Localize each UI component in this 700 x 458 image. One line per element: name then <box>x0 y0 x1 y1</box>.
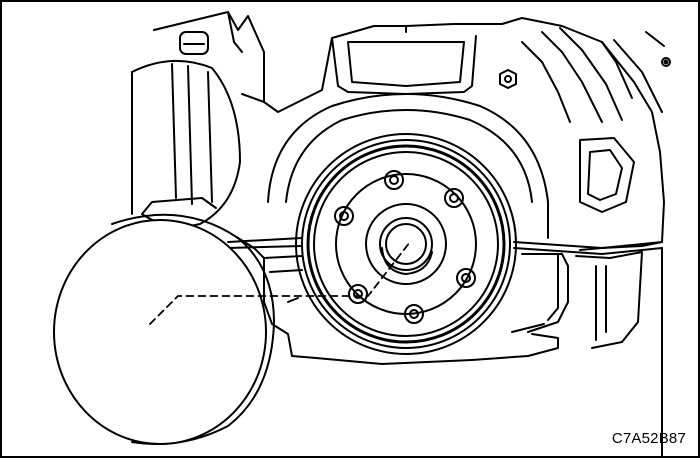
front-cover <box>227 93 663 456</box>
alignment-dashed-line <box>149 241 411 325</box>
figure-code: C7A52B87 <box>611 430 686 447</box>
crankshaft-seal-ring <box>295 133 517 355</box>
lower-block-edge <box>237 237 255 249</box>
left-bore-boss <box>131 59 241 228</box>
hub-bolt-holes <box>334 170 476 324</box>
seal-installer-tool <box>53 213 275 445</box>
engine-block <box>153 11 671 251</box>
